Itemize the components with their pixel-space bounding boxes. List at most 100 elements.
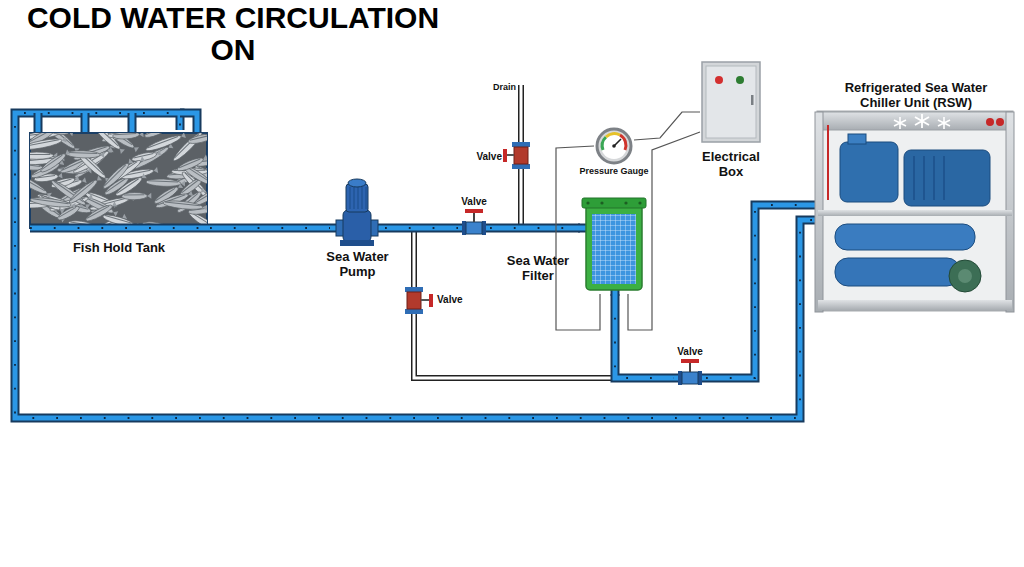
main-valve-symbol bbox=[458, 209, 490, 235]
fish bbox=[30, 136, 67, 152]
fish bbox=[177, 183, 184, 190]
fish bbox=[30, 137, 63, 152]
fish bbox=[43, 133, 70, 136]
fish bbox=[67, 178, 99, 206]
fish bbox=[178, 193, 198, 210]
fish bbox=[108, 133, 133, 145]
water-pipe bbox=[210, 227, 330, 229]
fish bbox=[113, 133, 148, 140]
fish bbox=[50, 178, 91, 210]
fish-hold-tank-illustration bbox=[11, 119, 230, 238]
fish bbox=[121, 214, 127, 221]
fish bbox=[95, 176, 102, 183]
fish bbox=[59, 168, 84, 169]
fish bbox=[172, 168, 207, 175]
fish bbox=[175, 170, 202, 182]
fish bbox=[165, 202, 200, 206]
water-pipe bbox=[615, 294, 674, 378]
fish bbox=[174, 170, 206, 171]
drain-valve: Valve bbox=[508, 140, 534, 172]
fish bbox=[30, 174, 45, 191]
fish bbox=[75, 152, 106, 170]
fish bbox=[50, 175, 79, 190]
water-pipe bbox=[385, 224, 458, 233]
pump-symbol bbox=[330, 224, 385, 233]
drain-pipe bbox=[518, 85, 524, 140]
fish bbox=[87, 167, 91, 173]
fish bbox=[109, 133, 131, 134]
fish bbox=[30, 140, 59, 147]
fish bbox=[188, 205, 207, 216]
fish bbox=[133, 153, 153, 157]
fish bbox=[30, 160, 48, 172]
fish bbox=[155, 190, 194, 210]
pump-symbol bbox=[340, 240, 374, 246]
fish bbox=[156, 150, 161, 157]
main-valve: Valve bbox=[458, 196, 490, 238]
chiller-unit-illustration bbox=[996, 118, 1004, 126]
fish bbox=[30, 196, 76, 209]
fish bbox=[34, 172, 63, 183]
fish bbox=[51, 198, 85, 209]
fish bbox=[192, 181, 207, 208]
fish bbox=[111, 201, 117, 208]
fish bbox=[133, 222, 138, 228]
bypass-pipe bbox=[490, 172, 521, 228]
fish bbox=[186, 157, 207, 167]
chiller-unit-illustration bbox=[840, 142, 898, 202]
pump-symbol bbox=[348, 179, 366, 187]
bypass-lines bbox=[385, 172, 674, 378]
component-label: Sea Water Filter bbox=[500, 254, 576, 284]
fish bbox=[178, 173, 207, 198]
chiller-unit-illustration bbox=[818, 112, 1012, 310]
fish bbox=[84, 190, 117, 209]
filter-symbol bbox=[586, 204, 642, 290]
fish bbox=[114, 173, 147, 198]
fish bbox=[59, 152, 100, 175]
fish bbox=[155, 191, 190, 210]
fish bbox=[43, 165, 48, 171]
bypass-pipe bbox=[385, 228, 414, 284]
electrical-box-symbol bbox=[702, 62, 760, 142]
fish bbox=[103, 133, 139, 153]
pressure-gauge-symbol bbox=[597, 129, 631, 163]
fish bbox=[40, 195, 69, 204]
fish bbox=[93, 215, 124, 228]
chiller-unit-illustration bbox=[812, 205, 842, 220]
fish bbox=[30, 161, 61, 181]
chiller-unit-illustration bbox=[894, 117, 906, 129]
fish bbox=[73, 144, 112, 163]
chiller-unit-illustration bbox=[914, 156, 944, 200]
fish bbox=[101, 158, 134, 191]
water-pipe bbox=[210, 226, 330, 231]
fish bbox=[57, 166, 87, 174]
fish bbox=[58, 173, 63, 179]
bypass-pipe bbox=[385, 228, 414, 284]
fish bbox=[188, 204, 207, 215]
main-valve-symbol bbox=[473, 213, 475, 222]
bypass-pipe bbox=[414, 318, 674, 378]
fish bbox=[82, 195, 115, 216]
fish bbox=[30, 155, 65, 166]
drain-pipe bbox=[520, 85, 523, 140]
main-valve-symbol bbox=[462, 221, 466, 235]
fish bbox=[153, 185, 180, 206]
fish bbox=[108, 162, 137, 182]
fish bbox=[153, 167, 158, 174]
fish bbox=[174, 134, 198, 158]
component-label: Refrigerated Sea Water Chiller Unit (RSW… bbox=[831, 81, 1001, 111]
pump-symbol bbox=[330, 226, 385, 231]
fish bbox=[65, 201, 95, 215]
fish bbox=[30, 158, 57, 161]
fish bbox=[55, 178, 83, 192]
fish bbox=[49, 193, 94, 213]
diagram-title: COLD WATER CIRCULATION ON bbox=[8, 2, 458, 66]
fish bbox=[92, 133, 122, 152]
fish bbox=[106, 179, 125, 192]
fish bbox=[43, 133, 73, 137]
fish bbox=[111, 201, 117, 208]
fish bbox=[30, 202, 51, 204]
fish bbox=[180, 133, 186, 139]
bottom-valve-symbol bbox=[674, 376, 706, 381]
sea-water-pump: Sea Water Pump bbox=[330, 175, 385, 280]
